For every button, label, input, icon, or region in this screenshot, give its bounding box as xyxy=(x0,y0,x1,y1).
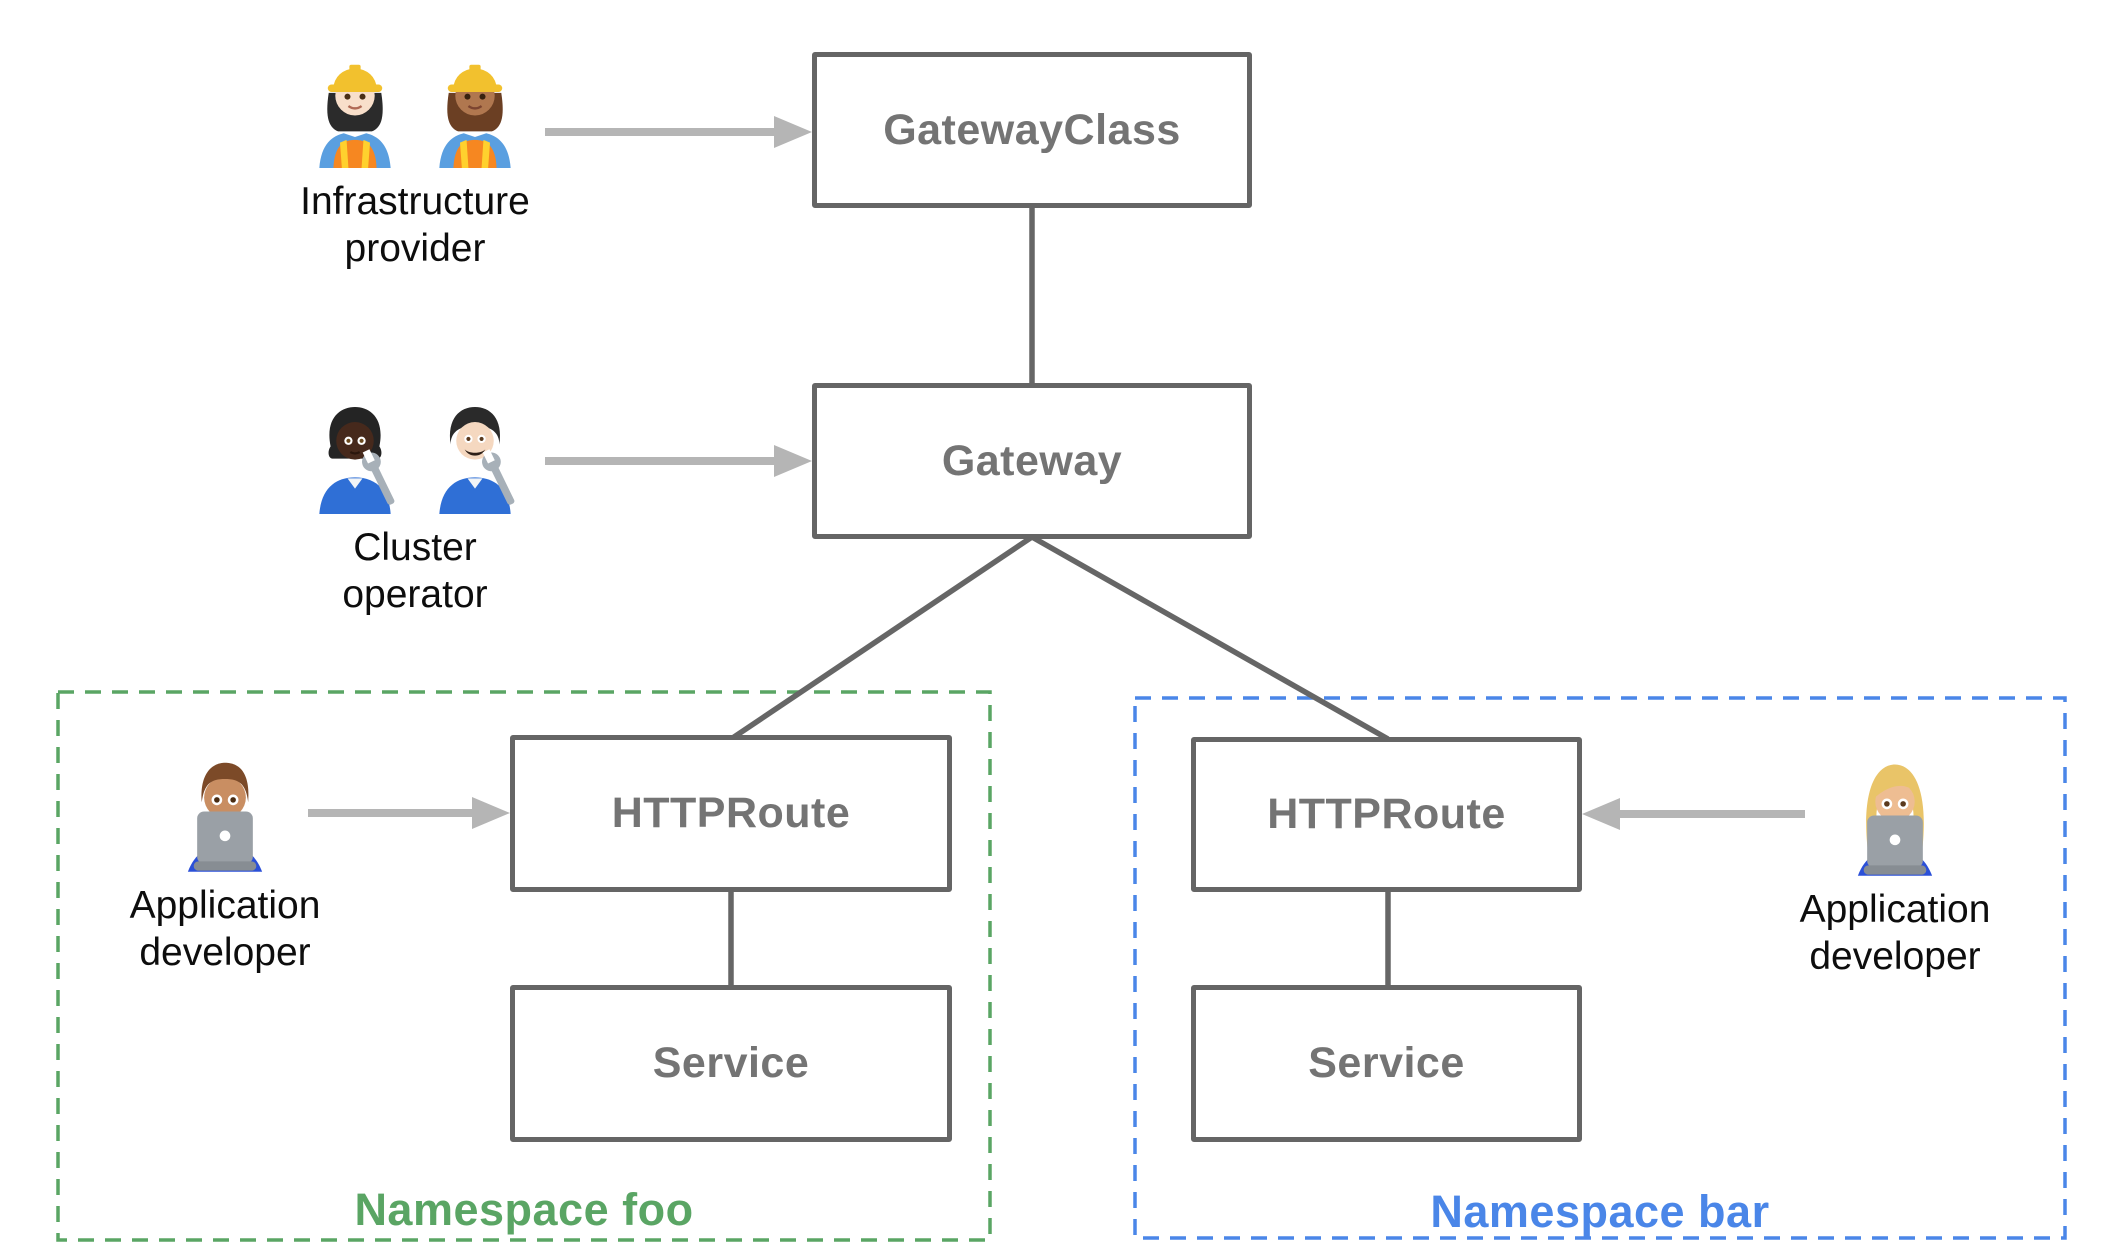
node-gatewayclass-label: GatewayClass xyxy=(883,105,1181,154)
persona-app-developer-foo: Application developer xyxy=(25,744,425,976)
app-developer-bar-icons xyxy=(1837,748,1953,876)
arrow-cluster-operator-to-gateway xyxy=(545,445,812,477)
man-mechanic-light-skin-icon xyxy=(439,407,515,514)
node-httproute-bar-label: HTTPRoute xyxy=(1267,790,1506,838)
persona-cluster-operator: Cluster operator xyxy=(215,392,615,618)
app-developer-bar-label: Application developer xyxy=(1799,888,1991,978)
node-service-foo-label: Service xyxy=(652,1039,810,1087)
woman-technologist-icon xyxy=(1857,764,1933,876)
persona-infrastructure-provider: Infrastructure provider xyxy=(215,46,615,272)
node-gateway: Gateway xyxy=(812,383,1252,539)
namespace-foo-dashed-border xyxy=(56,690,992,1242)
infrastructure-provider-icons xyxy=(308,46,522,168)
man-technologist-icon xyxy=(187,762,263,872)
arrow-infrastructure-provider-to-gatewayclass xyxy=(545,116,812,148)
persona-app-developer-bar: Application developer xyxy=(1695,748,2095,980)
cluster-operator-label: Cluster operator xyxy=(342,526,488,616)
node-service-bar: Service xyxy=(1191,985,1582,1142)
woman-construction-worker-light-icon xyxy=(319,64,391,168)
node-httproute-foo-label: HTTPRoute xyxy=(611,789,851,837)
mechanic-dark-skin-icon xyxy=(319,407,395,514)
app-developer-foo-icons xyxy=(167,744,283,872)
arrow-app-developer-to-httproute-foo xyxy=(308,797,510,829)
cluster-operator-icons xyxy=(308,392,522,514)
node-gatewayclass: GatewayClass xyxy=(812,52,1252,208)
arrow-app-developer-to-httproute-bar xyxy=(1582,798,1805,830)
node-httproute-bar: HTTPRoute xyxy=(1191,737,1582,892)
app-developer-foo-label: Application developer xyxy=(129,884,321,974)
woman-construction-worker-medium-icon xyxy=(439,64,511,168)
node-service-foo: Service xyxy=(510,985,952,1142)
namespace-bar-label: Namespace bar xyxy=(1430,1186,1770,1237)
namespace-foo-label: Namespace foo xyxy=(354,1184,694,1235)
node-httproute-foo: HTTPRoute xyxy=(510,735,952,892)
infrastructure-provider-label: Infrastructure provider xyxy=(300,180,530,270)
node-gateway-label: Gateway xyxy=(941,436,1123,485)
edge-gateway-to-httproutes xyxy=(729,534,1390,742)
namespace-bar-dashed-border xyxy=(1133,696,2067,1240)
node-service-bar-label: Service xyxy=(1308,1039,1465,1087)
